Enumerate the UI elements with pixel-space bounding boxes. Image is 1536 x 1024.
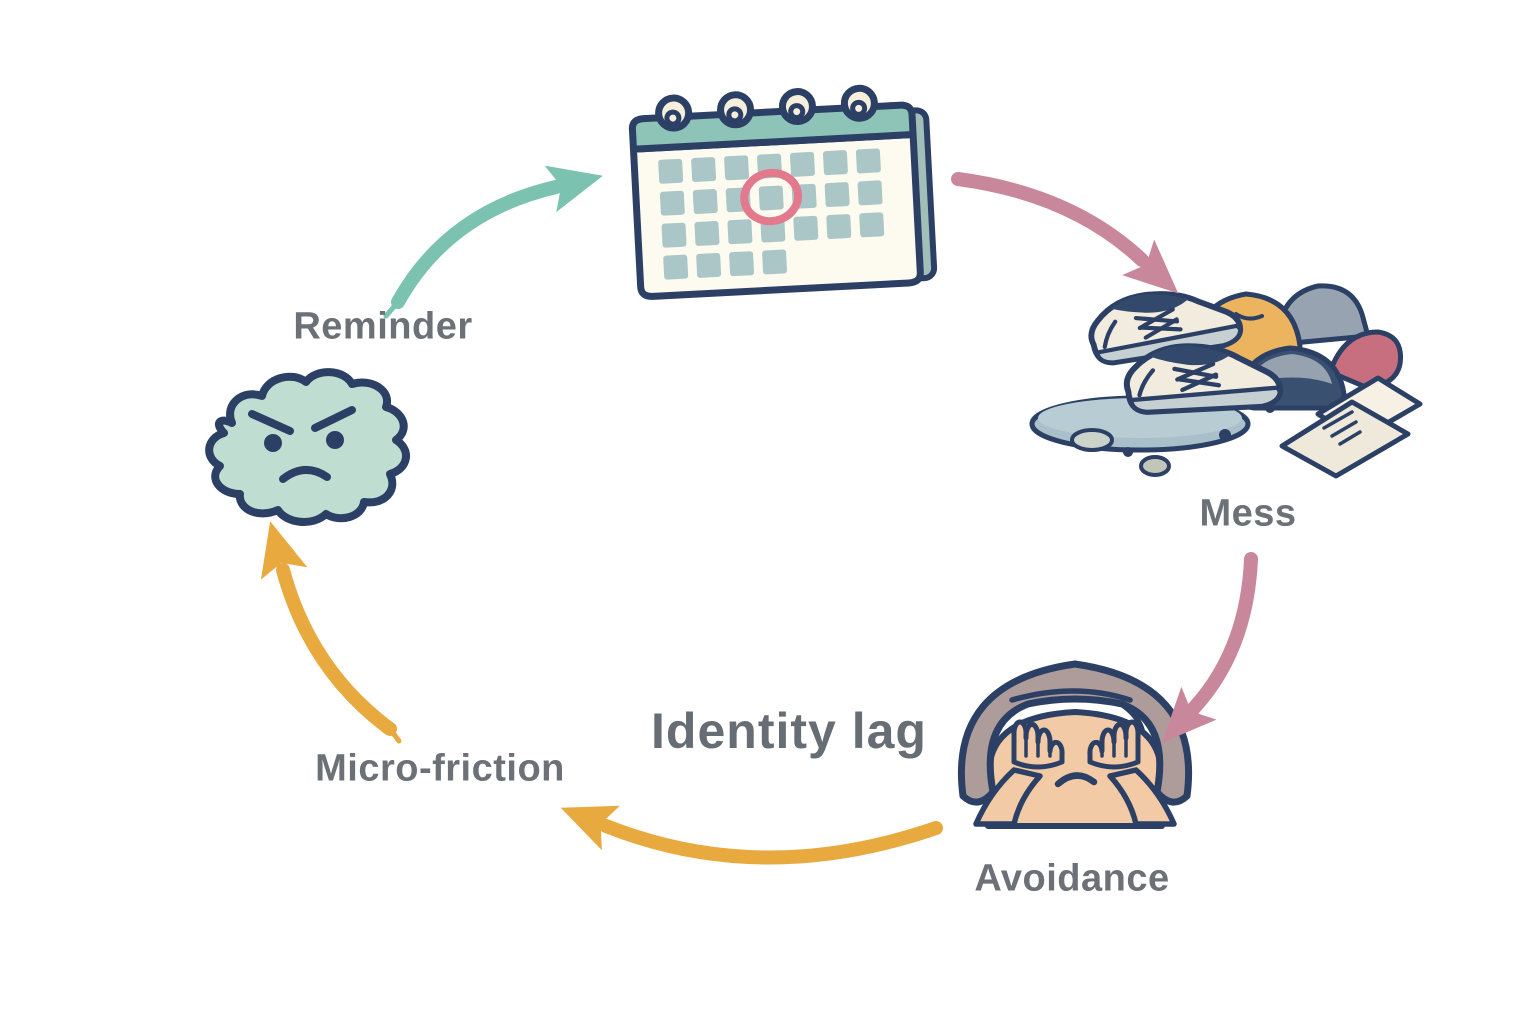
arrow-calendar-to-mess: [951, 172, 1195, 312]
label-mess: Mess: [1199, 492, 1297, 535]
label-micro-friction: Micro-friction: [315, 747, 565, 790]
frown-mouth: [1054, 772, 1098, 788]
left-arm: [973, 767, 1043, 827]
calendar-icon: [628, 84, 938, 300]
floor-crumbs: [1070, 403, 1275, 477]
arrow-mess-to-avoidance: [1144, 552, 1258, 760]
calendar-date-grid: [658, 148, 885, 280]
calendar-rings: [655, 84, 878, 132]
label-avoidance: Avoidance: [974, 857, 1170, 900]
angry-face: [248, 406, 356, 483]
face-covering-icon: [958, 660, 1192, 829]
angry-blob-icon: [205, 368, 410, 526]
label-reminder: Reminder: [293, 305, 473, 348]
calendar-header-band: [628, 101, 917, 153]
arrow-avoidance-to-microfriction: [551, 785, 943, 865]
scattered-papers: [1279, 375, 1423, 479]
circled-date-mark: [740, 168, 803, 226]
arrow-reminder-to-calendar: [383, 152, 609, 319]
center-title: Identity lag: [651, 703, 927, 759]
mess-pile-icon: [1029, 279, 1423, 479]
right-arm: [1107, 767, 1177, 827]
arrow-microfriction-to-reminder: [246, 515, 402, 744]
